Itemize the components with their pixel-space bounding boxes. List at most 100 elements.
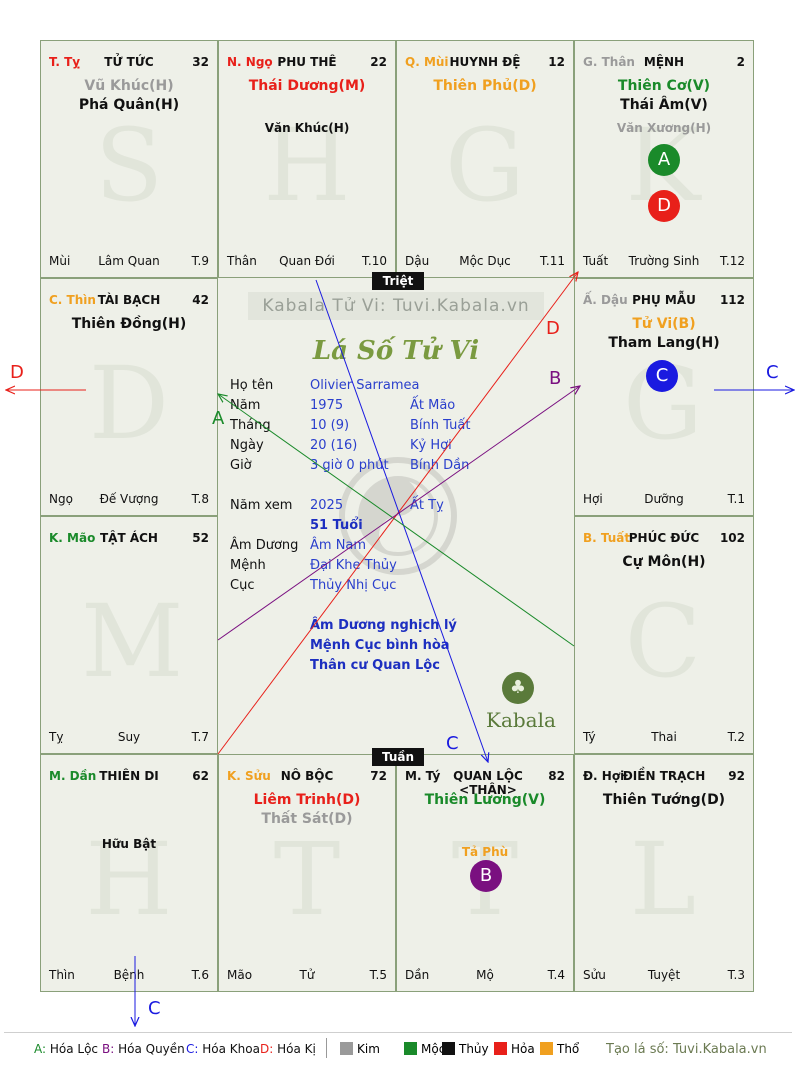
palace-name: TỬ TỨC: [104, 55, 154, 69]
footer-l: Hợi: [583, 492, 603, 506]
element-legend-item: Thổ: [540, 1042, 579, 1056]
footer-l: Thân: [227, 254, 257, 268]
main-star: Tử Vi(B): [632, 316, 696, 332]
arrow-label: C: [766, 362, 779, 383]
triet-tag: Triệt: [372, 272, 424, 290]
chart-note: Âm Dương nghịch lý: [310, 618, 457, 633]
zodiac-watermark: L: [629, 821, 697, 938]
footer-r: T.7: [191, 730, 209, 744]
arrow-label: A: [212, 408, 225, 429]
transform-badge: A: [648, 144, 680, 176]
footer-m: Lâm Quan: [98, 254, 160, 268]
major-period: 42: [192, 293, 209, 307]
minor-star: Văn Khúc(H): [264, 121, 350, 135]
palace-name: ĐIỀN TRẠCH: [622, 769, 706, 783]
heavenly-stem: B. Tuất: [583, 531, 631, 545]
element-legend-item: Kim: [340, 1042, 380, 1056]
info-key: Mệnh: [230, 558, 266, 573]
footer-r: T.8: [191, 492, 209, 506]
main-stars: Thiên Cơ(V)Thái Âm(V): [575, 77, 753, 115]
main-stars: Thiên Phủ(D): [397, 77, 573, 96]
info-key: Ngày: [230, 438, 264, 453]
zodiac-watermark: D: [88, 345, 170, 462]
tuan-tag: Tuần: [372, 748, 424, 766]
footer-m: Mộ: [476, 968, 494, 982]
palace-name: THIÊN DI: [99, 769, 159, 783]
main-stars: Thiên Đồng(H): [41, 315, 217, 334]
footer-r: T.9: [191, 254, 209, 268]
info-canchi: Bính Tuất: [410, 418, 471, 433]
legend-item: B: Hóa Quyền: [102, 1042, 185, 1056]
footer-l: Mão: [227, 968, 253, 982]
main-star: Vũ Khúc(H): [84, 78, 174, 94]
yin-yang-watermark: [339, 457, 457, 575]
zodiac-watermark: C: [624, 583, 702, 700]
logo-text: Kabala: [486, 708, 556, 732]
zodiac-watermark: S: [94, 107, 164, 224]
major-period: 112: [719, 293, 745, 307]
footer-m: Tuyệt: [647, 968, 681, 982]
transform-badge: C: [646, 360, 678, 392]
zodiac-watermark: T: [273, 821, 341, 938]
main-stars: Thái Dương(M): [219, 77, 395, 96]
element-swatch: [404, 1042, 417, 1055]
legend-item: C: Hóa Khoa: [186, 1042, 260, 1056]
footer-m: Mộc Dục: [459, 254, 511, 268]
info-canchi: Ất Mão: [410, 398, 456, 413]
element-label: Hỏa: [511, 1042, 535, 1056]
footer-l: Ngọ: [49, 492, 73, 506]
chart-note: Mệnh Cục bình hòa: [310, 638, 450, 653]
info-value: 51 Tuổi: [310, 518, 363, 533]
main-star: Thất Sát(D): [261, 811, 353, 827]
element-swatch: [340, 1042, 353, 1055]
legend-divider: [4, 1032, 792, 1033]
main-stars: Vũ Khúc(H)Phá Quân(H): [41, 77, 217, 115]
chart-note: Thân cư Quan Lộc: [310, 658, 440, 673]
footer-l: Dậu: [405, 254, 430, 268]
footer-l: Tỵ: [49, 730, 64, 744]
main-stars: Tử Vi(B) Tham Lang(H): [575, 315, 753, 353]
footer-l: Tý: [583, 730, 596, 744]
info-row: 51 Tuổi: [230, 518, 490, 536]
major-period: 32: [192, 55, 209, 69]
palace-name: PHỤ MẪU: [632, 293, 696, 307]
main-star: Tham Lang(H): [608, 335, 720, 351]
element-swatch: [540, 1042, 553, 1055]
element-swatch: [494, 1042, 507, 1055]
element-label: Kim: [357, 1042, 380, 1056]
element-label: Mộc: [421, 1042, 446, 1056]
zodiac-watermark: H: [85, 821, 173, 938]
arrow-label: C: [148, 998, 161, 1019]
site-credit[interactable]: Tạo lá số: Tuvi.Kabala.vn: [606, 1042, 767, 1057]
element-swatch: [442, 1042, 455, 1055]
major-period: 82: [548, 769, 565, 783]
footer-r: T.6: [191, 968, 209, 982]
heavenly-stem: M. Tý: [405, 769, 441, 783]
major-period: 62: [192, 769, 209, 783]
